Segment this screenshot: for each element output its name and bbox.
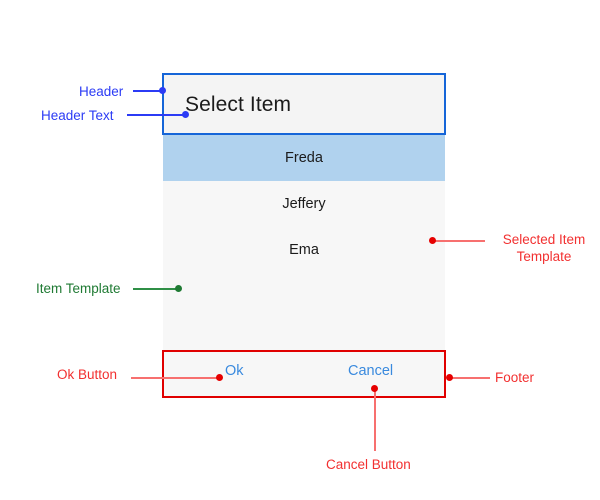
annotation-label-cancel-button: Cancel Button xyxy=(326,457,411,472)
list-item-label: Jeffery xyxy=(282,196,326,212)
leader-dot-header xyxy=(159,87,166,94)
dialog-title: Select Item xyxy=(185,93,292,116)
dialog-footer: Ok Cancel xyxy=(163,350,445,398)
list-item-label: Ema xyxy=(289,242,319,258)
leader-dot-selected-item-template xyxy=(429,237,436,244)
dialog-header: Select Item xyxy=(163,74,445,135)
leader-dot-item-template xyxy=(175,285,182,292)
annotation-label-selected-item-template: Selected Item Template xyxy=(502,232,586,264)
list-item[interactable]: Ema xyxy=(163,227,445,273)
cancel-button[interactable]: Cancel xyxy=(348,363,394,379)
leader-line-footer xyxy=(452,377,490,379)
leader-line-cancel-button xyxy=(374,389,376,451)
item-list[interactable]: Freda Jeffery Ema xyxy=(163,135,445,350)
list-item-selected[interactable]: Freda xyxy=(163,135,445,181)
annotation-label-ok-button: Ok Button xyxy=(57,367,118,382)
list-item[interactable]: Jeffery xyxy=(163,181,445,227)
leader-dot-header-text xyxy=(182,111,189,118)
list-item-label: Freda xyxy=(285,150,323,166)
annotation-label-header-text: Header Text xyxy=(41,108,114,123)
annotation-label-header: Header xyxy=(79,84,124,99)
leader-dot-ok-button xyxy=(216,374,223,381)
leader-dot-footer xyxy=(446,374,453,381)
annotation-label-item-template: Item Template xyxy=(36,281,121,296)
select-item-dialog: Select Item Freda Jeffery Ema Ok Cancel xyxy=(163,74,445,398)
leader-dot-cancel-button xyxy=(371,385,378,392)
ok-button[interactable]: Ok xyxy=(225,363,244,379)
annotation-label-footer: Footer xyxy=(495,370,535,385)
